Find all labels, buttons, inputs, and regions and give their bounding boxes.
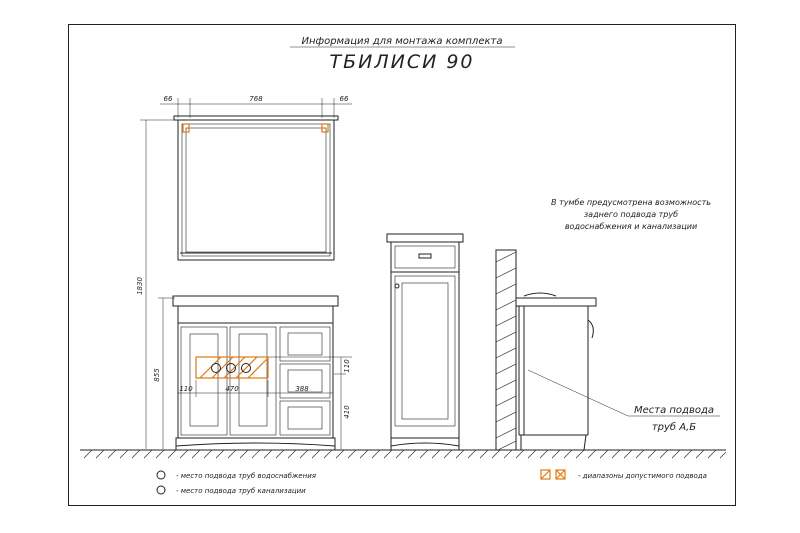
dim-total-height: 1830	[136, 277, 144, 295]
callout-line-2: труб А,Б	[652, 421, 696, 433]
dim-zone-left: 110	[179, 385, 193, 393]
drawing-title: ТБИЛИСИ 90	[329, 51, 474, 73]
dim-pipe-height: 410	[343, 405, 351, 419]
legend-zones: - диапазоны допустимого подвода	[540, 469, 707, 480]
zone-width-dimension: 110 470 388	[178, 380, 333, 397]
height-dimensions	[140, 119, 352, 449]
vanity-side-view	[515, 292, 597, 451]
legend-sewer-text: - место подвода труб канализации	[176, 487, 306, 495]
pipe-zone	[195, 356, 269, 379]
note-line-3: водоснабжения и канализации	[565, 222, 697, 231]
drawing-frame	[68, 24, 736, 506]
dim-zone-height: 110	[343, 359, 351, 373]
drawing-subtitle: Информация для монтажа комплекта	[302, 36, 503, 47]
dim-zone-width: 470	[225, 385, 239, 393]
dim-mirror-right: 66	[340, 95, 349, 103]
legend-zones-text: - диапазоны допустимого подвода	[578, 472, 707, 480]
wall-section	[495, 249, 517, 451]
dim-mirror-width: 768	[249, 95, 263, 103]
callout-line-1: Места подвода	[634, 405, 714, 416]
dim-vanity-height: 855	[153, 368, 161, 382]
dim-zone-right: 388	[295, 385, 309, 393]
legend-water: - место подвода труб водоснабжения	[156, 470, 316, 480]
note-line-1: В тумбе предусмотрена возможность	[551, 198, 711, 207]
pipe-callout: Места подвода труб А,Б	[527, 369, 720, 433]
dim-mirror-left: 66	[164, 95, 173, 103]
vanity-cabinet	[172, 295, 339, 450]
tall-cabinet	[386, 233, 464, 450]
mirror-mount-icon	[182, 123, 329, 133]
mirror	[173, 115, 339, 261]
note-line-2: заднего подвода труб	[584, 210, 678, 219]
legend-sewer: - место подвода труб канализации	[156, 485, 306, 495]
legend-water-text: - место подвода труб водоснабжения	[176, 472, 316, 480]
floor-line	[80, 449, 727, 459]
mirror-width-dimension: 66 768 66	[160, 95, 352, 118]
